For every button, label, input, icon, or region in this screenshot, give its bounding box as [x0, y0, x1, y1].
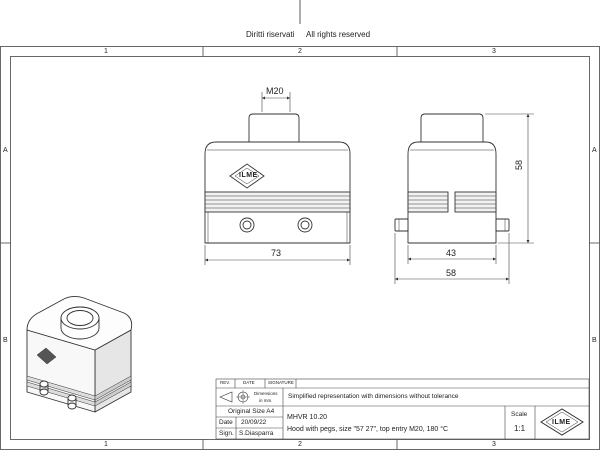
tb-logo-text: ILME [552, 419, 571, 426]
front-logo [229, 163, 265, 189]
isometric-view [26, 295, 133, 413]
dim-side-height: 58 [514, 159, 524, 170]
front-dimensions [204, 92, 351, 265]
zone-col-2-bottom: 2 [298, 441, 302, 448]
tb-date-value: 20/09/22 [241, 419, 267, 426]
side-dimensions [394, 113, 534, 284]
zone-row-b-left: B [3, 337, 8, 344]
tb-sign-value: S.Diasparra [239, 430, 274, 437]
ilme-logo-icon [540, 408, 584, 436]
front-view [204, 113, 351, 244]
tb-description: Hood with pegs, size "57 27", top entry … [287, 426, 449, 433]
tb-date-header: DATE [243, 380, 255, 385]
zone-row-a-left: A [3, 147, 8, 154]
zone-col-3-top: 3 [492, 48, 496, 55]
front-logo-text: ILME [239, 172, 258, 179]
dim-entry-thread: M20 [266, 86, 284, 96]
tb-dimensions-note-2: in mm. [259, 398, 273, 403]
dim-side-inner-width: 43 [446, 248, 457, 258]
tb-original-size: Original Size A4 [228, 408, 275, 415]
tb-signature-header: SIGNATURE [268, 380, 294, 385]
tb-scale-value: 1:1 [514, 424, 526, 433]
tb-representation-note: Simplified representation with dimension… [288, 393, 459, 400]
tb-part-number: MHVR 10.20 [287, 414, 328, 421]
title-block-grid [215, 378, 590, 440]
side-view [394, 113, 510, 244]
projection-symbol-icon [219, 390, 250, 404]
zone-col-3-bottom: 3 [492, 441, 496, 448]
tb-sign-label: Sign. [219, 430, 234, 437]
rights-notice-en: All rights reserved [306, 30, 371, 39]
zone-col-1-bottom: 1 [104, 441, 108, 448]
zone-row-a-right: A [592, 147, 597, 154]
tb-rev-header: REV. [220, 380, 231, 385]
zone-row-b-right: B [592, 337, 597, 344]
dim-front-width: 73 [271, 248, 282, 258]
tb-date-label: Date [219, 419, 233, 426]
dim-side-outer-width: 58 [446, 268, 457, 278]
zone-col-2-top: 2 [298, 48, 302, 55]
tb-dimensions-note-1: Dimensions [254, 391, 278, 396]
zone-col-1-top: 1 [104, 48, 108, 55]
rights-notice-it: Diritti riservati [246, 30, 295, 39]
tb-scale-label: Scale [511, 411, 528, 418]
